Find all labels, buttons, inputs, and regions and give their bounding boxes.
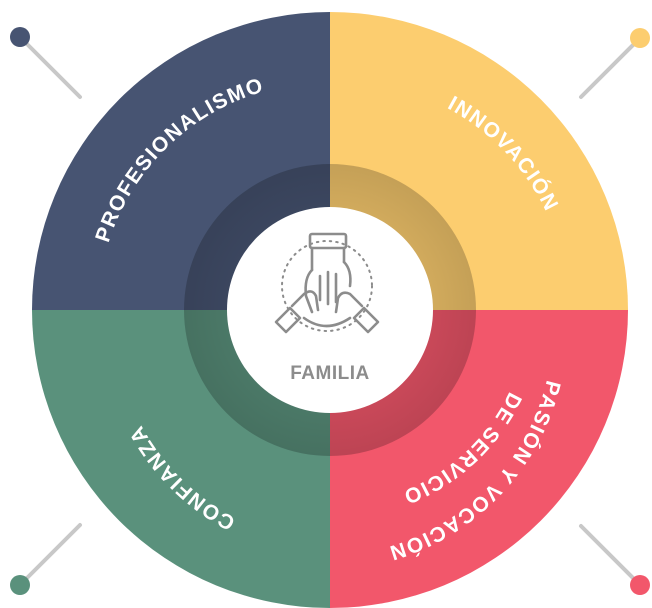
- connector-line: [18, 523, 82, 587]
- hands-together-icon: [274, 232, 380, 334]
- connector-bottom-left: [10, 523, 82, 595]
- connector-dot: [630, 28, 650, 48]
- center-label: FAMILIA: [290, 363, 370, 384]
- connector-dot: [10, 575, 30, 595]
- connector-top-right: [579, 28, 650, 99]
- connector-line: [579, 524, 642, 587]
- connector-dot: [630, 575, 650, 595]
- connector-bottom-right: [579, 524, 650, 595]
- connector-line: [18, 35, 82, 99]
- connector-top-left: [10, 27, 82, 99]
- center-circle: [227, 207, 433, 413]
- connector-line: [579, 36, 642, 99]
- connector-dot: [10, 27, 30, 47]
